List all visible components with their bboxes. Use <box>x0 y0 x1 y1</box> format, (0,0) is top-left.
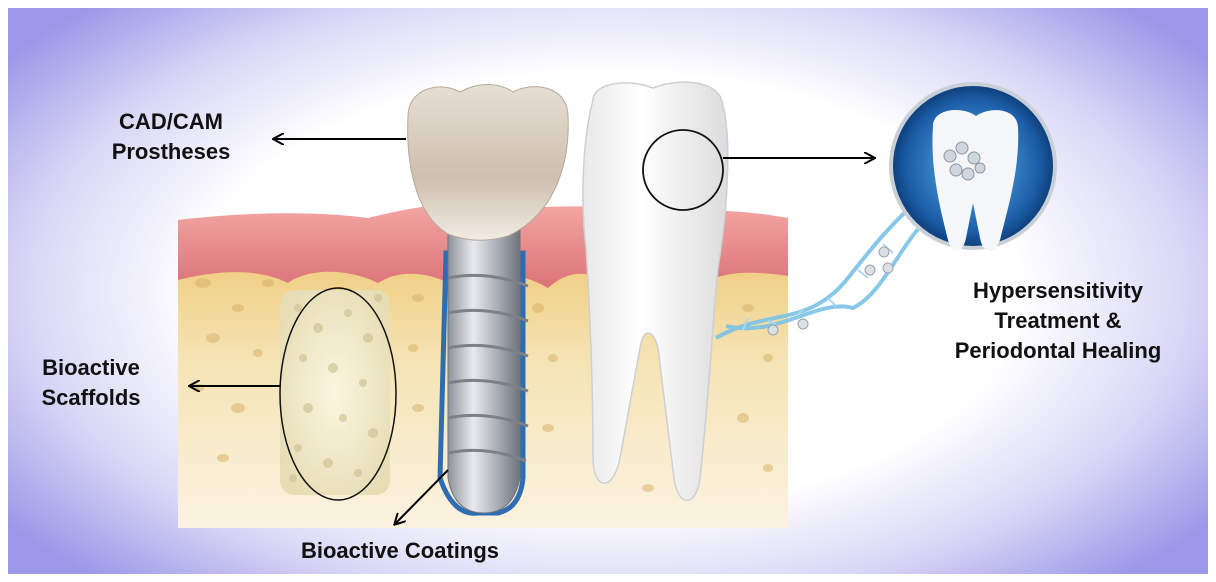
figure-frame: CAD/CAM Prostheses Bioactive Scaffolds B… <box>8 8 1208 574</box>
label-cadcam-line1: CAD/CAM <box>96 107 246 137</box>
label-hyper-line3: Periodontal Healing <box>913 336 1203 366</box>
label-scaffolds-line2: Scaffolds <box>26 383 156 413</box>
label-cadcam-prostheses: CAD/CAM Prostheses <box>96 107 246 167</box>
label-bioactive-scaffolds: Bioactive Scaffolds <box>26 353 156 413</box>
label-hyper-line1: Hypersensitivity <box>913 276 1203 306</box>
label-cadcam-line2: Prostheses <box>96 137 246 167</box>
label-scaffolds-line1: Bioactive <box>26 353 156 383</box>
label-hypersensitivity: Hypersensitivity Treatment & Periodontal… <box>913 276 1203 366</box>
implant-screw <box>448 223 520 513</box>
label-bioactive-coatings: Bioactive Coatings <box>270 536 530 566</box>
label-hyper-line2: Treatment & <box>913 306 1203 336</box>
